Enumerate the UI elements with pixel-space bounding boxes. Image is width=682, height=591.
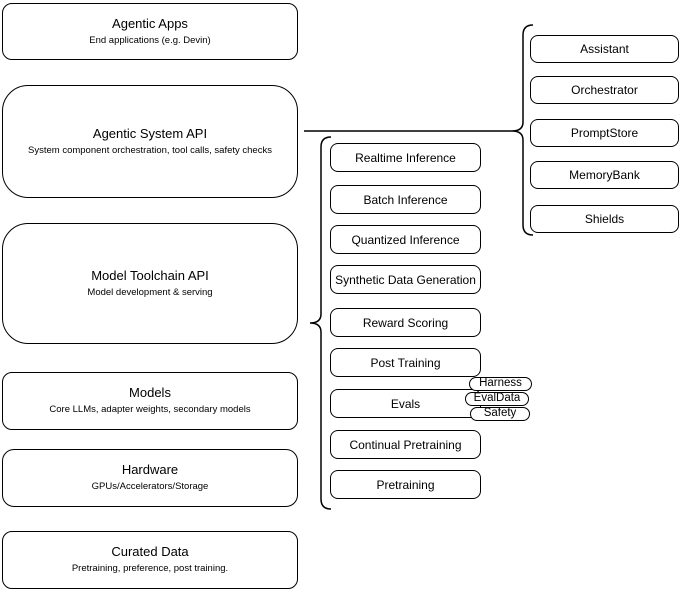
node-promptstore: PromptStore [530,119,679,147]
node-label: Continual Pretraining [349,437,462,452]
node-reward-scoring: Reward Scoring [330,308,481,337]
node-label: Post Training [370,355,441,370]
tag-label: Harness [479,377,522,390]
node-assistant: Assistant [530,35,679,63]
node-label: PromptStore [570,126,639,140]
node-label: Quantized Inference [351,232,460,247]
node-label: Evals [390,396,421,411]
node-shields: Shields [530,205,679,233]
node-title: Hardware [121,462,179,478]
node-continual-pretraining: Continual Pretraining [330,430,481,459]
node-subtitle: Pretraining, preference, post training. [71,563,229,574]
node-label: Pretraining [376,477,435,492]
node-quantized-inference: Quantized Inference [330,225,481,254]
node-agentic-apps: Agentic Apps End applications (e.g. Devi… [2,3,298,60]
tag-safety: Safety [470,407,530,421]
node-model-toolchain-api: Model Toolchain API Model development & … [2,223,298,344]
node-pretraining: Pretraining [330,470,481,499]
node-title: Curated Data [111,544,189,560]
node-title: Agentic System API [92,125,208,141]
node-memorybank: MemoryBank [530,161,679,189]
middle-column-brace [309,136,332,510]
node-subtitle: Core LLMs, adapter weights, secondary mo… [49,404,251,415]
tag-label: Safety [483,407,517,420]
node-post-training: Post Training [330,348,481,377]
node-models: Models Core LLMs, adapter weights, secon… [2,372,298,430]
node-label: Shields [584,212,625,226]
node-label: Reward Scoring [362,315,449,330]
node-subtitle: End applications (e.g. Devin) [89,34,211,46]
tag-evaldata: EvalData [465,392,529,406]
node-subtitle: GPUs/Accelerators/Storage [91,481,209,492]
node-label: Synthetic Data Generation [335,272,476,287]
node-synthetic-data-generation: Synthetic Data Generation [330,265,481,294]
node-label: Orchestrator [571,83,638,97]
right-column-brace [511,24,534,236]
node-evals: Evals [330,389,481,418]
node-orchestrator: Orchestrator [530,76,679,104]
node-title: Models [129,385,171,401]
node-label: MemoryBank [569,168,640,182]
node-title: Agentic Apps [112,15,188,31]
node-subtitle: Model development & serving [87,286,213,298]
tag-label: EvalData [473,392,521,405]
node-label: Realtime Inference [355,150,456,165]
node-label: Batch Inference [363,192,448,207]
node-agentic-system-api: Agentic System API System component orch… [2,85,298,198]
node-subtitle: System component orchestration, tool cal… [28,144,272,156]
node-label: Assistant [580,42,629,56]
node-hardware: Hardware GPUs/Accelerators/Storage [2,449,298,507]
tag-harness: Harness [469,377,532,391]
node-realtime-inference: Realtime Inference [330,143,481,172]
node-batch-inference: Batch Inference [330,185,481,214]
node-curated-data: Curated Data Pretraining, preference, po… [2,531,298,589]
node-title: Model Toolchain API [91,267,209,283]
